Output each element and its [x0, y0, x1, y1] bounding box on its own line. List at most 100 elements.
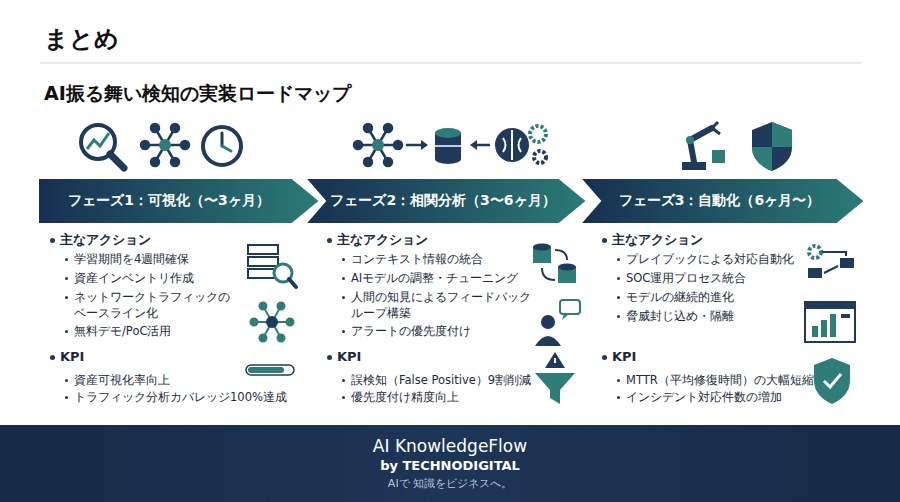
database-icon	[435, 154, 461, 164]
bullet-dot	[65, 396, 68, 399]
bullet-dot	[617, 258, 620, 261]
bullet-dot	[617, 296, 620, 299]
person-feedback-icon	[560, 300, 580, 314]
network-icon	[141, 124, 189, 166]
footer-company: by TECHNODIGITAL	[380, 457, 520, 475]
bullet-dot	[617, 379, 620, 382]
network-icon	[384, 124, 392, 132]
dashboard-icon	[821, 320, 827, 337]
network-icon	[384, 158, 392, 166]
network-icon	[354, 141, 362, 149]
footer-band: AI KnowledgeFlowby TECHNODIGITALAIで 知識をビ…	[0, 425, 900, 502]
bullet-item: 無料デモ/PoC活用	[74, 323, 171, 339]
server-search-icon	[289, 279, 296, 287]
network-icon	[278, 335, 285, 342]
bullet-item: 資産インベントリ作成	[74, 270, 194, 286]
arrow-shape	[580, 178, 865, 224]
brain-gear-icon	[495, 128, 529, 162]
dashboard-icon	[812, 326, 818, 337]
section-heading: 主なアクション	[60, 232, 151, 248]
section-heading: 主なアクション	[337, 232, 428, 248]
bullet-dot	[65, 379, 68, 382]
bullet-dot	[65, 330, 68, 333]
brain-gear-icon	[530, 126, 546, 142]
section-heading: KPI	[60, 349, 84, 365]
server-search-icon	[248, 245, 278, 254]
network-icon	[364, 124, 372, 132]
progress-bar-icon	[246, 365, 294, 375]
robot-arm-icon	[712, 150, 725, 163]
clock-icon	[221, 133, 224, 146]
network-icon	[364, 158, 372, 166]
bullet-item: インシデント対応件数の増加	[626, 389, 782, 405]
network-icon	[260, 335, 267, 342]
automation-flow-icon	[840, 258, 854, 268]
network-icon	[141, 141, 149, 149]
shield-check-icon	[824, 374, 841, 387]
bullet-dot	[617, 396, 620, 399]
magnifier-chart-icon	[110, 154, 124, 168]
database-icon	[435, 128, 461, 138]
person-feedback-icon	[541, 315, 555, 329]
funnel-alert-icon	[545, 352, 565, 368]
network-icon	[251, 319, 258, 326]
magnifier-chart-icon	[87, 133, 109, 149]
arrow-label-holder: フェーズ2：相関分析（3〜6ヶ月）	[305, 178, 587, 224]
progress-bar-icon	[246, 365, 294, 375]
bullet-item: プレイブックによる対応自動化	[626, 251, 794, 267]
bullet-item: トラフィック分析カバレッジ100%達成	[74, 389, 287, 405]
phase-arrow: フェーズ3：自動化（6ヶ月〜）	[580, 178, 865, 224]
phase-title: フェーズ2：相関分析（3〜6ヶ月）	[330, 192, 555, 210]
title-rule	[40, 63, 862, 64]
bullet-dot	[342, 296, 345, 299]
brain-gear-icon	[495, 126, 546, 163]
automation-flow-icon	[808, 246, 854, 278]
slide-subtitle: AI振る舞い検知の実装ロードマップ	[44, 80, 351, 106]
dashboard-icon	[805, 302, 855, 342]
brain-gear-icon	[534, 151, 546, 163]
shield-check-icon	[814, 358, 850, 404]
database-sync-icon	[558, 264, 576, 271]
dashboard-icon	[805, 302, 855, 309]
shield-icon	[752, 122, 792, 171]
network-icon	[171, 124, 179, 132]
network-icon	[171, 158, 179, 166]
funnel-alert-icon	[535, 373, 575, 404]
bullet-item: SOC運用プロセス統合	[626, 270, 746, 286]
automation-flow-icon	[809, 246, 821, 258]
bullet-item: コンテキスト情報の統合	[351, 251, 483, 267]
person-feedback-icon	[535, 300, 580, 346]
database-sync-icon	[533, 244, 576, 284]
bullet-item: 人間の知見によるフィードバック ループ構築	[351, 289, 541, 321]
bullet-dot	[602, 355, 607, 360]
bullet-dot	[65, 258, 68, 261]
server-search-icon	[248, 257, 278, 266]
database-sync-icon	[533, 244, 551, 251]
section-heading: KPI	[612, 349, 636, 365]
bullet-dot	[342, 396, 345, 399]
network-icon	[266, 316, 278, 328]
automation-flow-icon	[822, 252, 846, 273]
shield-icon	[752, 147, 772, 171]
bullet-item: モデルの継続的進化	[626, 289, 734, 305]
network-icon	[151, 158, 159, 166]
server-search-icon	[248, 245, 296, 287]
network-icon	[354, 124, 402, 166]
network-icon	[394, 141, 402, 149]
network-icon	[278, 303, 285, 310]
bullet-dot	[50, 238, 55, 243]
bullet-dot	[342, 379, 345, 382]
bullet-dot	[617, 315, 620, 318]
network-icon	[372, 139, 384, 151]
robot-arm-icon	[690, 128, 712, 162]
phase-title: フェーズ3：自動化（6ヶ月〜）	[619, 192, 820, 210]
bullet-item: 優先度付け精度向上	[351, 389, 459, 405]
robot-arm-icon	[686, 136, 694, 144]
shield-icon	[752, 122, 792, 171]
clock-icon	[203, 127, 241, 165]
network-icon	[181, 141, 189, 149]
flow-arrow-icon	[421, 140, 428, 150]
section-heading: KPI	[337, 349, 361, 365]
bullet-item: 誤検知（False Positive）9割削減	[351, 372, 531, 388]
